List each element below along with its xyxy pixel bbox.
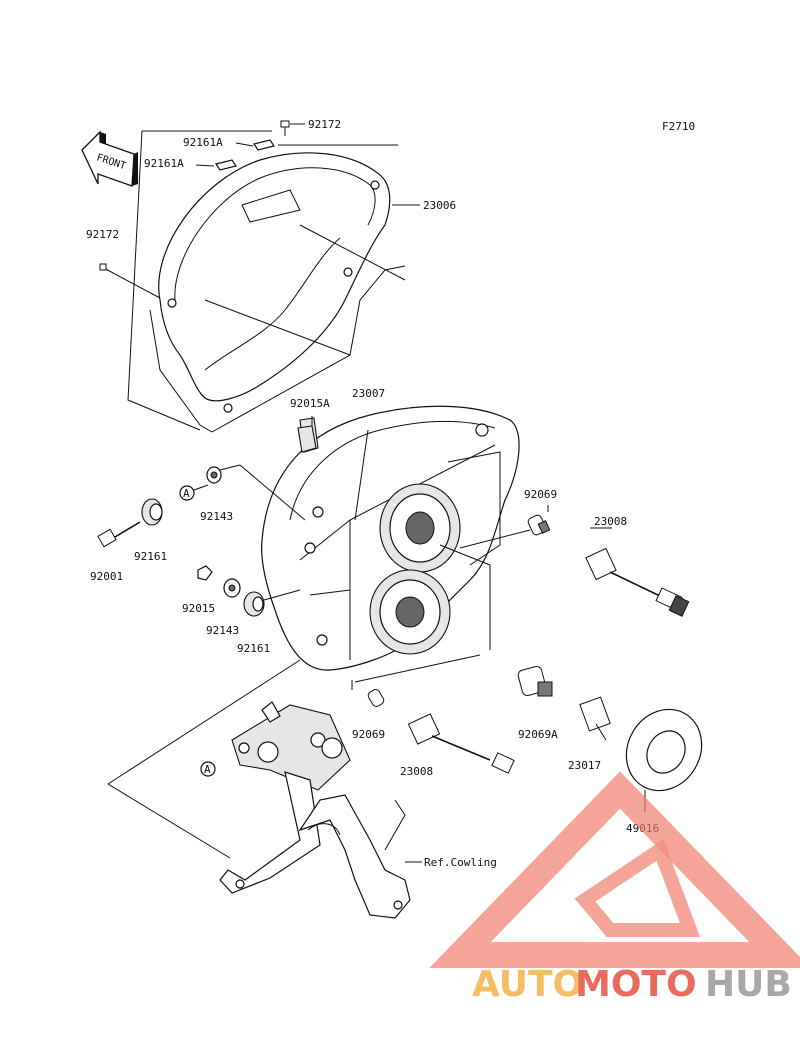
watermark-moto: MOTO	[575, 964, 697, 1005]
left-fasteners: A	[97, 464, 306, 617]
callout-a-bottom: A	[204, 763, 211, 776]
screw-92172-top-icon	[280, 120, 305, 136]
headlight-housing-23007	[261, 405, 520, 683]
part-label: 92143	[200, 510, 233, 523]
part-label: 92069	[524, 488, 557, 501]
bulb-92069-bottom-icon	[367, 689, 385, 707]
callout-a-top: A	[183, 487, 190, 500]
part-label: 23007	[352, 387, 385, 400]
part-label: 92161	[237, 642, 270, 655]
socket-23017-icon	[579, 696, 611, 741]
part-label: 92161A	[183, 136, 223, 149]
part-labels: 92172 92161A 92161A 23006 92172 92015A 2…	[86, 118, 659, 869]
figure-code: F2710	[662, 120, 695, 133]
part-label: 92001	[90, 570, 123, 583]
mounting-bracket: A	[107, 659, 422, 919]
part-label: 92172	[308, 118, 341, 131]
bulb-92069A-icon	[517, 665, 553, 697]
part-label: 92015	[182, 602, 215, 615]
part-label: Ref.Cowling	[424, 856, 497, 869]
bulb-group-lower	[351, 665, 703, 812]
headlight-cover-23006	[149, 152, 406, 433]
part-label: 92143	[206, 624, 239, 637]
part-label: 23006	[423, 199, 456, 212]
socket-23008-right-icon	[585, 547, 690, 617]
screw-92172-left-icon	[99, 263, 107, 271]
part-label: 92161A	[144, 157, 184, 170]
part-label: 92015A	[290, 397, 330, 410]
bulb-92069-right-icon	[527, 514, 551, 536]
pad-92015A-icon	[297, 416, 317, 453]
watermark-logo: AUTO MOTO HUB	[429, 771, 800, 1005]
bulb-group-right	[459, 505, 690, 617]
watermark-auto: AUTO	[472, 964, 583, 1005]
pad-92161A-icon	[195, 139, 275, 171]
front-arrow-icon: FRONT	[81, 130, 138, 187]
part-label: 23008	[400, 765, 433, 778]
watermark-triangle-icon	[429, 771, 800, 968]
cap-49016-icon	[625, 708, 703, 812]
watermark-hub: HUB	[705, 964, 792, 1005]
part-label: 92069A	[518, 728, 558, 741]
part-label: 92161	[134, 550, 167, 563]
part-label: 23008	[594, 515, 627, 528]
socket-23008-bottom-icon	[407, 713, 515, 774]
part-label: 92069	[352, 728, 385, 741]
part-label: 23017	[568, 759, 601, 772]
cover-bracket-lines	[99, 130, 398, 431]
part-label: 92172	[86, 228, 119, 241]
